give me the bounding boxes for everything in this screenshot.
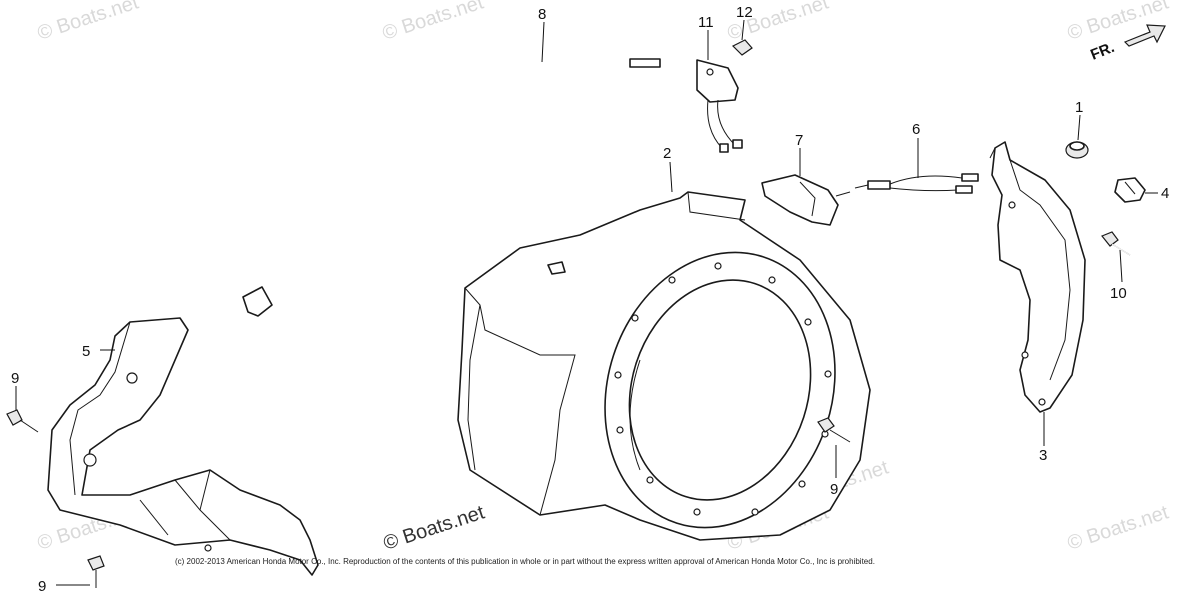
leader-lines xyxy=(15,19,1158,586)
front-direction-label: FR. xyxy=(1088,39,1117,64)
watermark-faint: © Boats.net xyxy=(35,0,142,45)
callout-labels: 8 11 12 2 7 6 1 4 10 3 5 9 9 9 xyxy=(11,4,1169,595)
cable-end-fitting xyxy=(629,58,661,68)
part-11-bracket xyxy=(696,59,743,153)
part-1-grommet xyxy=(1065,141,1089,159)
callout-4: 4 xyxy=(1161,185,1169,202)
callout-2: 2 xyxy=(663,145,671,162)
part-10-bolt xyxy=(1101,231,1131,256)
callout-8: 8 xyxy=(538,6,546,23)
part-4-clip xyxy=(1114,177,1146,203)
cable-connector xyxy=(242,286,273,317)
callout-9-center: 9 xyxy=(830,481,838,498)
part-5-guard-bracket xyxy=(47,317,319,576)
callout-3: 3 xyxy=(1039,447,1047,464)
callout-12: 12 xyxy=(736,4,753,21)
part-7-sensor xyxy=(761,174,851,226)
part-9-bolt-center xyxy=(817,417,851,443)
watermark-main: © Boats.net xyxy=(381,501,488,554)
watermark-faint: © Boats.net xyxy=(380,0,487,45)
callout-1: 1 xyxy=(1075,99,1083,116)
part-6-wire-harness xyxy=(854,173,979,194)
callout-10: 10 xyxy=(1110,285,1127,302)
front-arrow-icon xyxy=(1123,24,1166,47)
part-8-cable xyxy=(242,58,661,317)
part-2-shroud xyxy=(457,191,871,541)
part-3-side-cover xyxy=(989,141,1086,413)
callout-9-bottom: 9 xyxy=(38,578,46,595)
part-9-bolt-left xyxy=(6,409,39,433)
watermark-faint: © Boats.net xyxy=(1065,501,1172,554)
callout-7: 7 xyxy=(795,132,803,149)
callout-5: 5 xyxy=(82,343,90,360)
part-12-bolt xyxy=(731,39,753,56)
callout-9-left: 9 xyxy=(11,370,19,387)
copyright-notice: (c) 2002-2013 American Honda Motor Co., … xyxy=(175,557,875,566)
part-9-bolt-bottom xyxy=(87,555,105,588)
callout-11: 11 xyxy=(698,14,714,31)
callout-6: 6 xyxy=(912,121,920,138)
